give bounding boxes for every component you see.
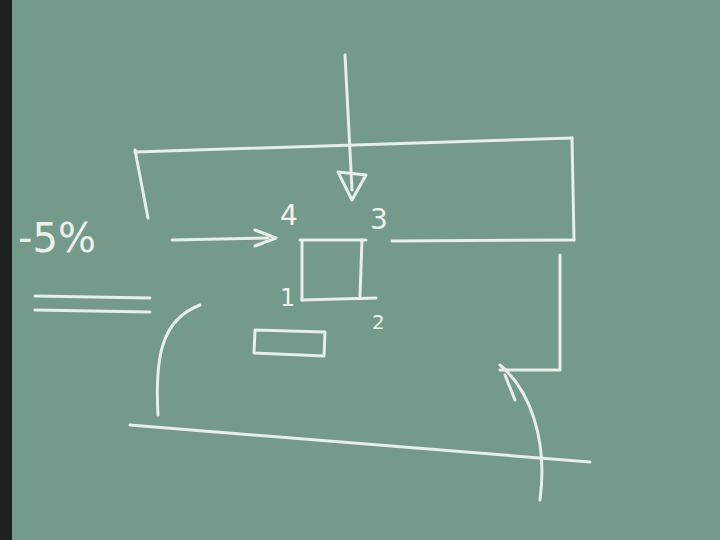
base-line [130,425,590,462]
chalk-mark [505,375,515,400]
element-right [360,240,362,296]
right-curve [500,365,542,500]
arrow-head [255,230,276,246]
corner-number: 3 [370,206,388,234]
corner-number: 2 [372,312,385,332]
left-curve [157,305,200,415]
side-arrow [172,238,268,240]
housing-step [392,240,574,241]
underline [35,296,150,298]
housing-lower-right [500,255,560,370]
board-frame [0,0,12,540]
corner-number: 4 [280,202,298,230]
corner-number: 1 [280,286,295,310]
small-block [254,330,325,356]
arrow-head [338,172,366,200]
percent-note: -5% [18,218,96,258]
housing-left [135,150,148,218]
housing-top [135,138,572,152]
element-left [301,242,304,300]
housing-right [572,138,574,240]
element-top [300,239,366,242]
underline [35,310,150,312]
load-arrow [345,55,352,190]
element-bottom [302,298,376,300]
